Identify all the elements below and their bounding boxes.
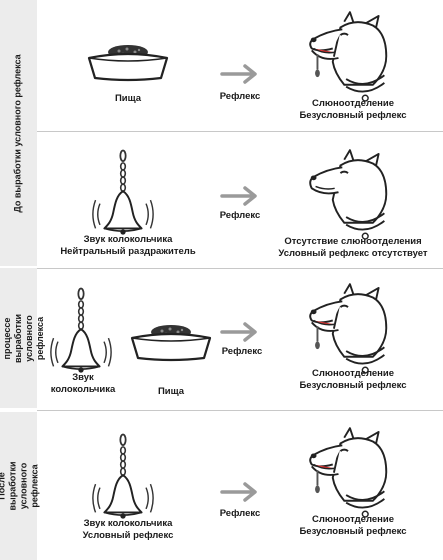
dog-salivating-icon — [306, 426, 392, 522]
arrow-right-icon — [220, 322, 260, 342]
row-divider — [37, 268, 443, 269]
arrow-right-icon — [220, 186, 260, 206]
arrow-right-icon — [220, 64, 260, 84]
section-label-after: После выработки условного рефлекса — [0, 461, 40, 511]
arrow-label: Рефлекс — [219, 508, 261, 519]
row-divider — [37, 410, 443, 411]
food-bowl-icon — [126, 320, 216, 364]
arrow-right-icon — [220, 482, 260, 502]
arrow-label: Рефлекс — [219, 91, 261, 102]
dog-salivating-icon — [306, 10, 392, 106]
section-side-after — [0, 412, 37, 560]
section-side-before — [0, 0, 37, 266]
dog-not-salivating-icon — [306, 148, 392, 244]
row-divider — [37, 131, 443, 132]
section-side-during — [0, 268, 37, 408]
arrow-label: Рефлекс — [219, 210, 261, 221]
bell-ringing-icon — [92, 148, 154, 238]
stimulus-label: Пища — [157, 386, 185, 397]
section-label-before: До выработки условного рефлекса — [13, 53, 24, 213]
dog-salivating-icon — [306, 282, 392, 378]
arrow-label: Рефлекс — [221, 346, 263, 357]
section-label-during: В процессе выработки условного рефлекса — [0, 313, 45, 363]
bell-ringing-icon — [50, 286, 112, 376]
bell-ringing-icon — [92, 432, 154, 522]
food-bowl-icon — [83, 40, 173, 84]
stimulus-label: Пища — [114, 93, 142, 104]
